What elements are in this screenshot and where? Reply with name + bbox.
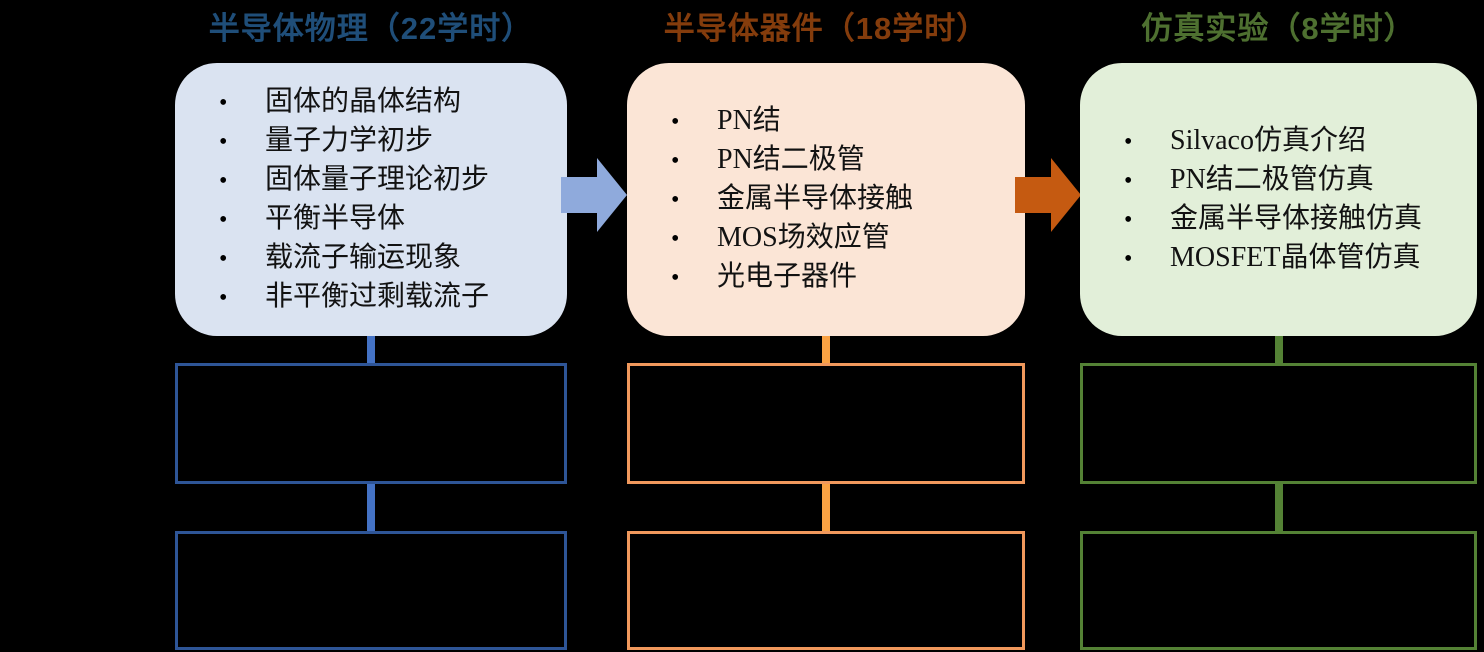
- topic-label: 光电子器件: [717, 261, 858, 292]
- topic-item: • 固体的晶体结构: [215, 83, 553, 122]
- connector-line: [822, 484, 830, 532]
- bullet-icon: •: [671, 226, 680, 252]
- outline-box: [1080, 531, 1477, 650]
- connector-line: [367, 484, 375, 532]
- bullet-icon: •: [219, 206, 228, 233]
- topic-label: 固体量子理论初步: [265, 163, 490, 195]
- arrow-devices-to-simulation-icon: [1015, 158, 1081, 232]
- column-semiconductor-physics: 半导体物理（22学时） • 固体的晶体结构 • 量子力学初步 • 固体量子理论初…: [175, 0, 567, 652]
- bullet-icon: •: [671, 109, 680, 135]
- topic-label: 平衡半导体: [265, 202, 406, 234]
- topic-item: • 平衡半导体: [215, 200, 553, 239]
- outline-box: [1080, 363, 1477, 484]
- column-simulation-experiments: 仿真实验（8学时） • Silvaco仿真介绍 • PN结二极管仿真 • 金属半…: [1080, 0, 1477, 652]
- topic-label: 金属半导体接触: [717, 183, 914, 214]
- topic-label: 量子力学初步: [265, 124, 434, 156]
- topic-label: PN结二极管: [717, 144, 865, 175]
- connector-line: [1274, 336, 1283, 364]
- topic-label: PN结: [717, 105, 781, 136]
- topic-item: • Silvaco仿真介绍: [1120, 122, 1463, 161]
- topics-card-simulation: • Silvaco仿真介绍 • PN结二极管仿真 • 金属半导体接触仿真 • M…: [1080, 63, 1477, 336]
- bullet-icon: •: [219, 167, 228, 194]
- topic-label: MOSFET晶体管仿真: [1170, 241, 1421, 273]
- outline-box: [627, 363, 1025, 484]
- topic-item: • MOS场效应管: [667, 219, 1011, 258]
- topic-item: • 非平衡过剩载流子: [215, 278, 553, 317]
- topic-item: • PN结: [667, 102, 1011, 141]
- topic-list-devices: • PN结 • PN结二极管 • 金属半导体接触 • MOS场效应管 • 光电子…: [667, 102, 1011, 297]
- topic-label: 非平衡过剩载流子: [265, 280, 490, 312]
- topic-item: • 金属半导体接触仿真: [1120, 200, 1463, 239]
- column-title-simulation: 仿真实验（8学时）: [1141, 11, 1416, 46]
- connector-line: [1274, 484, 1283, 532]
- column-title-devices: 半导体器件（18学时）: [663, 11, 989, 46]
- arrow-physics-to-devices-icon: [561, 158, 627, 232]
- outline-box: [175, 531, 567, 650]
- topics-card-devices: • PN结 • PN结二极管 • 金属半导体接触 • MOS场效应管 • 光电子…: [627, 63, 1025, 336]
- topic-label: 固体的晶体结构: [265, 85, 462, 117]
- topic-item: • PN结二极管仿真: [1120, 161, 1463, 200]
- connector-line: [367, 336, 375, 364]
- topic-item: • 金属半导体接触: [667, 180, 1011, 219]
- topic-item: • 固体量子理论初步: [215, 161, 553, 200]
- connector-line: [822, 336, 830, 364]
- topics-card-physics: • 固体的晶体结构 • 量子力学初步 • 固体量子理论初步 • 平衡半导体 • …: [175, 63, 567, 336]
- arrow-head: [597, 158, 627, 232]
- topic-label: MOS场效应管: [717, 222, 890, 253]
- topic-label: PN结二极管仿真: [1170, 163, 1374, 195]
- bullet-icon: •: [219, 89, 228, 116]
- column-title-physics: 半导体物理（22学时）: [208, 11, 534, 46]
- bullet-icon: •: [671, 187, 680, 213]
- arrow-shaft: [1015, 177, 1052, 213]
- arrow-shaft: [561, 177, 598, 213]
- bullet-icon: •: [671, 148, 680, 174]
- outline-box: [175, 363, 567, 484]
- arrow-head: [1051, 158, 1081, 232]
- topic-label: 金属半导体接触仿真: [1170, 202, 1423, 234]
- bullet-icon: •: [1124, 167, 1133, 194]
- topic-label: Silvaco仿真介绍: [1170, 124, 1366, 156]
- bullet-icon: •: [219, 128, 228, 155]
- bullet-icon: •: [1124, 245, 1133, 272]
- topic-item: • 量子力学初步: [215, 122, 553, 161]
- bullet-icon: •: [219, 245, 228, 272]
- topic-list-physics: • 固体的晶体结构 • 量子力学初步 • 固体量子理论初步 • 平衡半导体 • …: [215, 83, 553, 317]
- topic-list-simulation: • Silvaco仿真介绍 • PN结二极管仿真 • 金属半导体接触仿真 • M…: [1120, 122, 1463, 278]
- outline-box: [627, 531, 1025, 650]
- column-semiconductor-devices: 半导体器件（18学时） • PN结 • PN结二极管 • 金属半导体接触 • M…: [627, 0, 1025, 652]
- bullet-icon: •: [671, 265, 680, 291]
- bullet-icon: •: [1124, 206, 1133, 233]
- topic-item: • 光电子器件: [667, 258, 1011, 297]
- topic-item: • PN结二极管: [667, 141, 1011, 180]
- topic-item: • 载流子输运现象: [215, 239, 553, 278]
- topic-item: • MOSFET晶体管仿真: [1120, 239, 1463, 278]
- bullet-icon: •: [219, 284, 228, 311]
- topic-label: 载流子输运现象: [265, 241, 462, 273]
- bullet-icon: •: [1124, 128, 1133, 155]
